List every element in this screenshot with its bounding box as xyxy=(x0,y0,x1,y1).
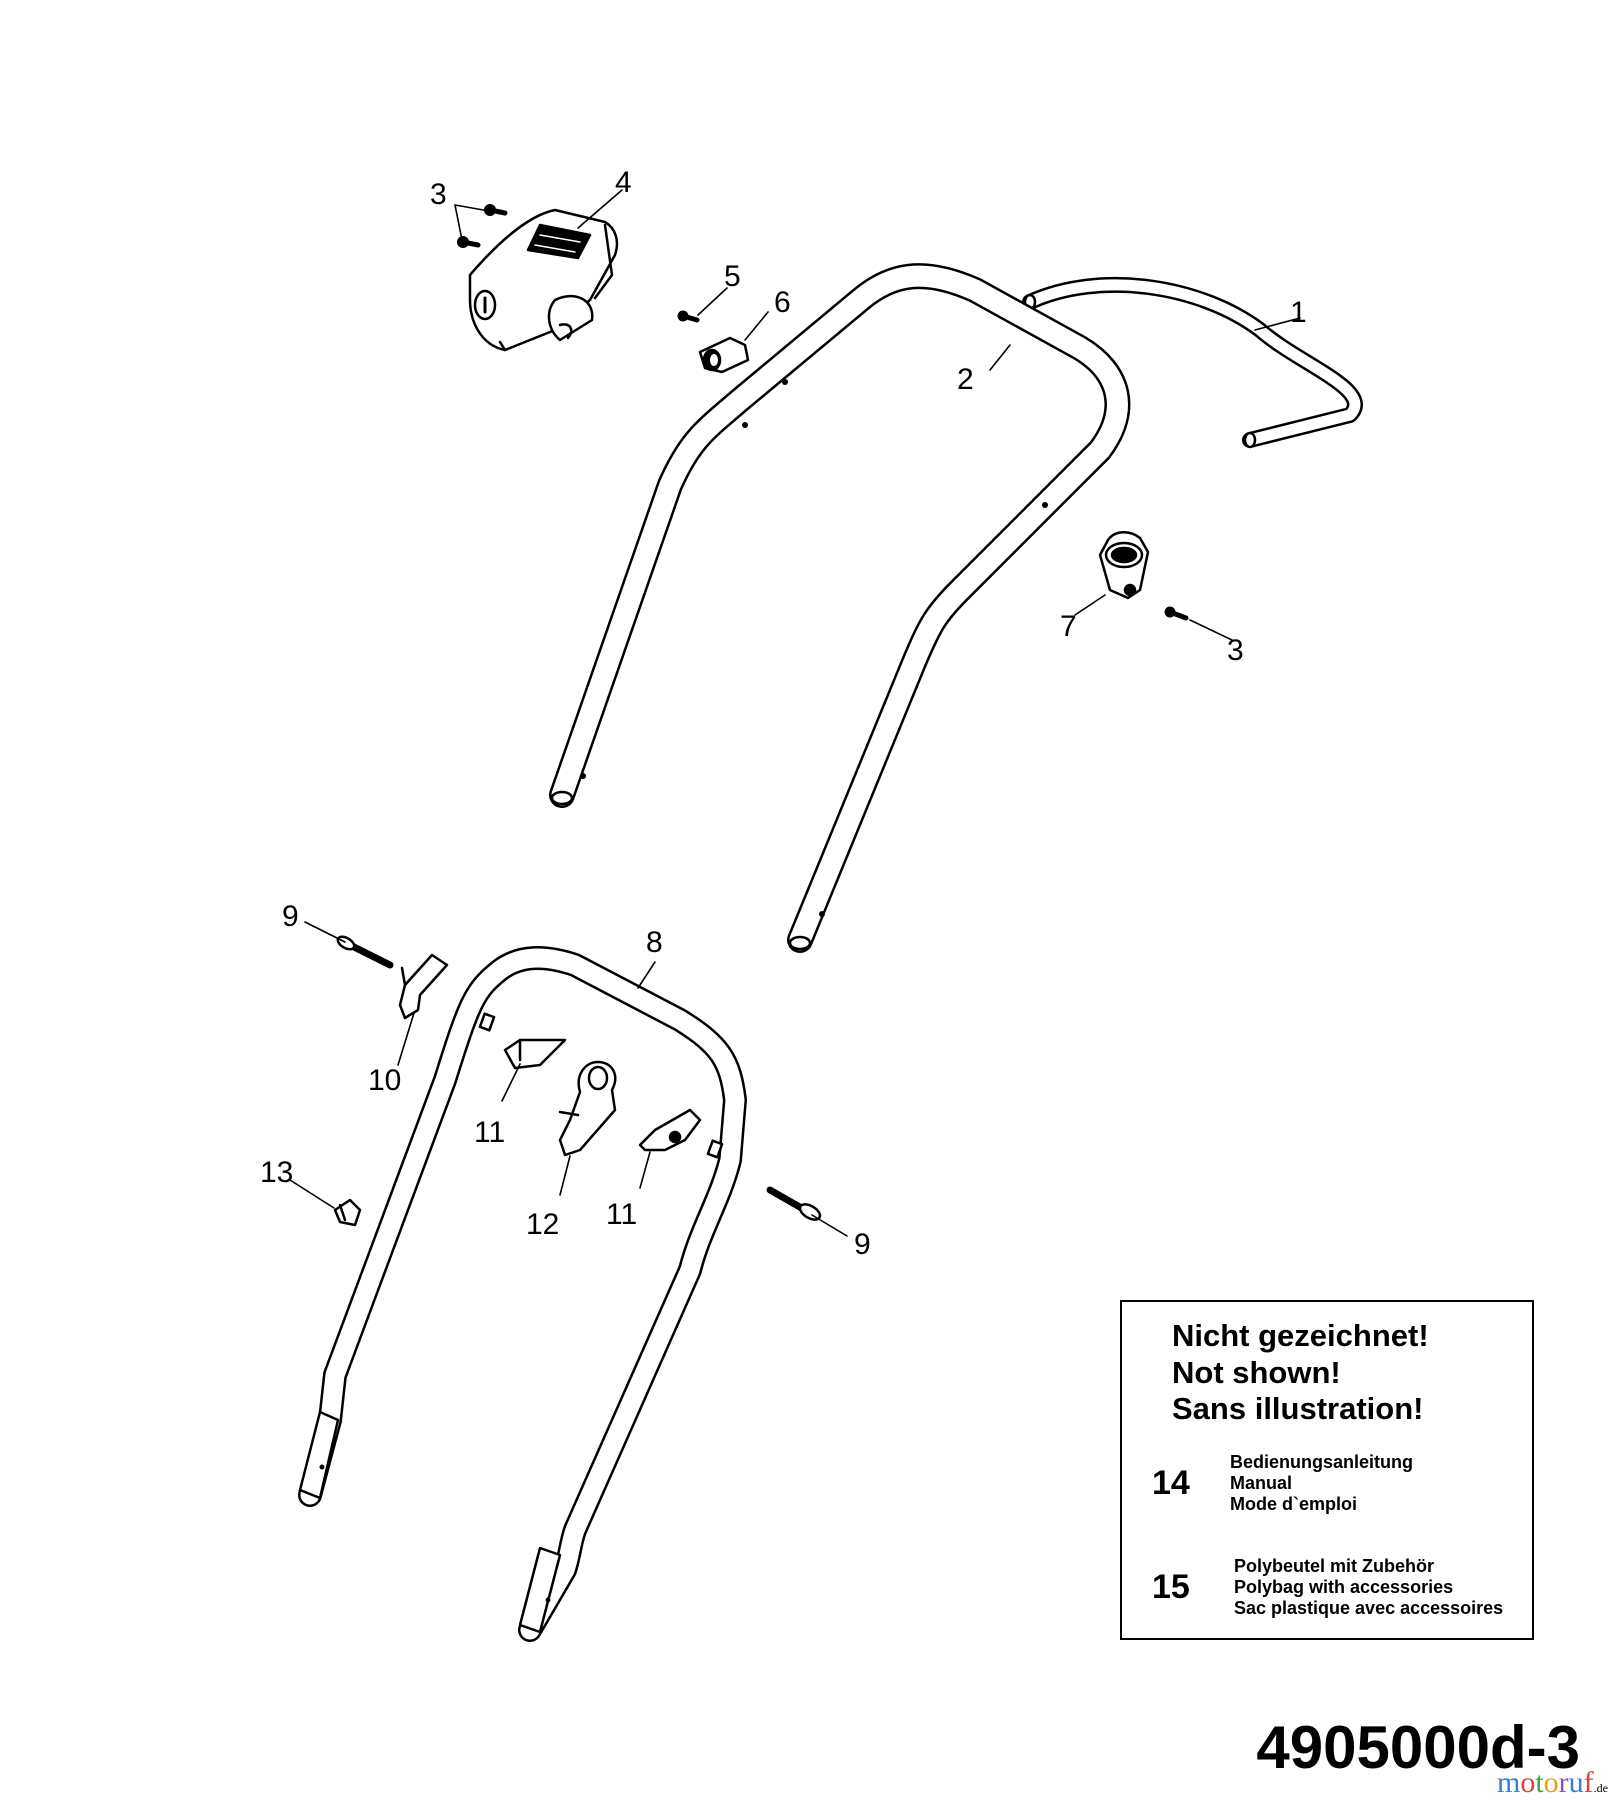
callout-11-right: 11 xyxy=(606,1198,638,1231)
watermark-logo: motoruf.de xyxy=(1497,1768,1608,1798)
not-shown-heading-de: Nicht gezeichnet! xyxy=(1172,1318,1429,1353)
part-7-clamp xyxy=(1098,531,1150,600)
part-3-screw-top xyxy=(457,204,508,248)
item-15-desc-de: Polybeutel mit Zubehör xyxy=(1234,1556,1435,1576)
not-shown-box: Nicht gezeichnet! Not shown! Sans illust… xyxy=(1120,1300,1534,1640)
item-14-number: 14 xyxy=(1152,1464,1190,1502)
callout-8: 8 xyxy=(646,926,663,959)
part-9-bolt-right xyxy=(766,1186,822,1221)
item-14-desc-fr: Mode d`emploi xyxy=(1230,1494,1357,1514)
callout-7: 7 xyxy=(1060,610,1077,643)
item-15-number: 15 xyxy=(1152,1568,1190,1606)
watermark-text: motoruf xyxy=(1496,1766,1594,1799)
callout-2: 2 xyxy=(957,363,974,396)
part-4-cover xyxy=(468,208,619,352)
part-6-clip xyxy=(698,336,750,374)
part-1-handle-tube xyxy=(1022,276,1363,449)
part-11-bracket-left xyxy=(503,1038,567,1070)
leader-lines xyxy=(289,189,1301,1237)
item-15-desc-en: Polybag with accessories xyxy=(1234,1577,1454,1597)
callout-4: 4 xyxy=(615,166,632,199)
not-shown-heading-fr: Sans illustration! xyxy=(1172,1391,1424,1426)
part-5-screw xyxy=(677,310,700,323)
part-12-lever xyxy=(558,1060,617,1157)
item-14-desc-en: Manual xyxy=(1230,1473,1293,1493)
callout-12: 12 xyxy=(526,1208,560,1241)
callout-3-top: 3 xyxy=(430,178,447,211)
part-11-bracket-right xyxy=(638,1108,702,1152)
drawing-number: 4905000d-3 xyxy=(1256,1714,1580,1781)
part-13-clip xyxy=(333,1198,362,1227)
part-3-screw-right xyxy=(1164,606,1189,621)
callout-9-left: 9 xyxy=(282,900,299,933)
not-shown-heading-en: Not shown! xyxy=(1172,1355,1341,1390)
part-8-lower-handle xyxy=(298,946,747,1642)
callout-9-right: 9 xyxy=(854,1228,871,1261)
callout-5: 5 xyxy=(724,260,741,293)
callout-1: 1 xyxy=(1290,296,1307,329)
part-9-bolt-left xyxy=(336,935,394,969)
callout-11-left: 11 xyxy=(474,1116,506,1149)
part-10-bracket xyxy=(398,953,449,1020)
part-2-upper-handle xyxy=(549,263,1131,953)
item-15-desc-fr: Sac plastique avec accessoires xyxy=(1234,1598,1504,1618)
watermark-suffix: .de xyxy=(1593,1781,1608,1795)
callout-13: 13 xyxy=(260,1156,294,1189)
callout-6: 6 xyxy=(774,286,791,319)
callout-10: 10 xyxy=(368,1064,402,1097)
callout-3-right: 3 xyxy=(1227,634,1244,667)
item-14-desc-de: Bedienungsanleitung xyxy=(1230,1452,1414,1472)
